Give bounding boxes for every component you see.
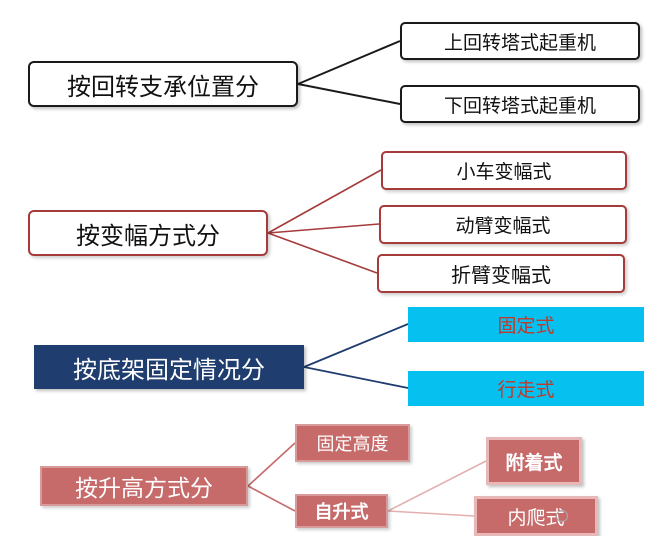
- node-fixed-type: 固定式: [408, 307, 644, 342]
- connector-g2-c: [267, 232, 378, 274]
- node-chassis-fixing: 按底架固定情况分: [34, 345, 304, 389]
- node-lower-slewing-tower-crane: 下回转塔式起重机: [400, 85, 640, 123]
- connector-lines: [247, 40, 487, 517]
- connector-g4-c: [387, 460, 487, 512]
- connector-g1-b: [297, 83, 401, 105]
- node-raising-method: 按升高方式分: [40, 466, 248, 506]
- connector-g2-a: [267, 169, 382, 234]
- connector-g2-b: [267, 223, 380, 234]
- node-self-raising: 自升式: [295, 494, 388, 528]
- node-luffing-method: 按变幅方式分: [28, 210, 268, 256]
- node-travelling-type: 行走式: [408, 371, 644, 406]
- watermark-icon: [556, 510, 568, 522]
- connector-g3-b: [303, 366, 409, 389]
- node-rotation-bearing-position: 按回转支承位置分: [28, 61, 298, 107]
- node-fixed-height: 固定高度: [295, 424, 410, 462]
- connector-g4-d: [387, 510, 475, 517]
- connector-g1-a: [297, 40, 401, 85]
- node-internal-climbing: 内爬式: [474, 496, 598, 536]
- node-trolley-luffing: 小车变幅式: [381, 151, 627, 190]
- connector-g4-a: [247, 442, 296, 487]
- node-upper-slewing-tower-crane: 上回转塔式起重机: [400, 22, 640, 60]
- node-attached-type: 附着式: [486, 437, 582, 485]
- connector-g3-a: [303, 323, 409, 368]
- node-boom-luffing: 动臂变幅式: [379, 205, 627, 244]
- connector-g4-b: [247, 485, 296, 512]
- node-folding-boom-luffing: 折臂变幅式: [377, 254, 625, 293]
